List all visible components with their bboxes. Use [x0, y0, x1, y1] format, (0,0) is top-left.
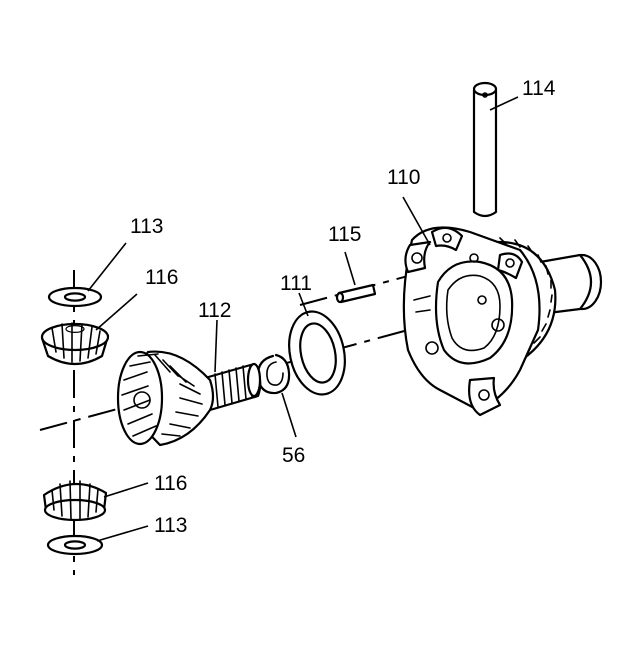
snap-ring-56 — [256, 353, 291, 395]
callout-111: 111 — [280, 272, 312, 295]
callout-114: 114 — [522, 77, 556, 100]
callout-116-bottom: 116 — [154, 472, 187, 495]
leader-116-top — [95, 293, 138, 331]
leader-115 — [344, 251, 356, 286]
differential-case-110 — [402, 226, 603, 417]
callout-113-bottom: 113 — [154, 514, 187, 537]
callout-116-top: 116 — [145, 266, 178, 289]
leader-111 — [298, 292, 309, 317]
leader-113-bottom — [96, 525, 149, 542]
callout-115: 115 — [328, 223, 361, 246]
leader-116-bottom — [103, 482, 149, 498]
callout-113-top: 113 — [130, 215, 163, 238]
leader-113-top — [87, 242, 127, 292]
callout-112: 112 — [198, 299, 231, 322]
thrust-washer-113-bottom — [46, 534, 104, 556]
leader-56 — [281, 392, 297, 438]
thrust-washer-113-top — [47, 286, 103, 308]
thrust-washer-111 — [288, 310, 346, 396]
leader-110 — [402, 196, 431, 246]
callout-56: 56 — [282, 444, 305, 467]
leader-112 — [214, 319, 218, 373]
leader-114 — [489, 96, 519, 111]
pinion-shaft-114 — [472, 81, 498, 218]
callout-110: 110 — [387, 166, 420, 189]
pinion-gear-116-bottom — [42, 480, 108, 522]
side-gear-112 — [116, 350, 262, 447]
pinion-gear-116-top — [40, 322, 110, 366]
lock-pin-115 — [335, 283, 377, 304]
